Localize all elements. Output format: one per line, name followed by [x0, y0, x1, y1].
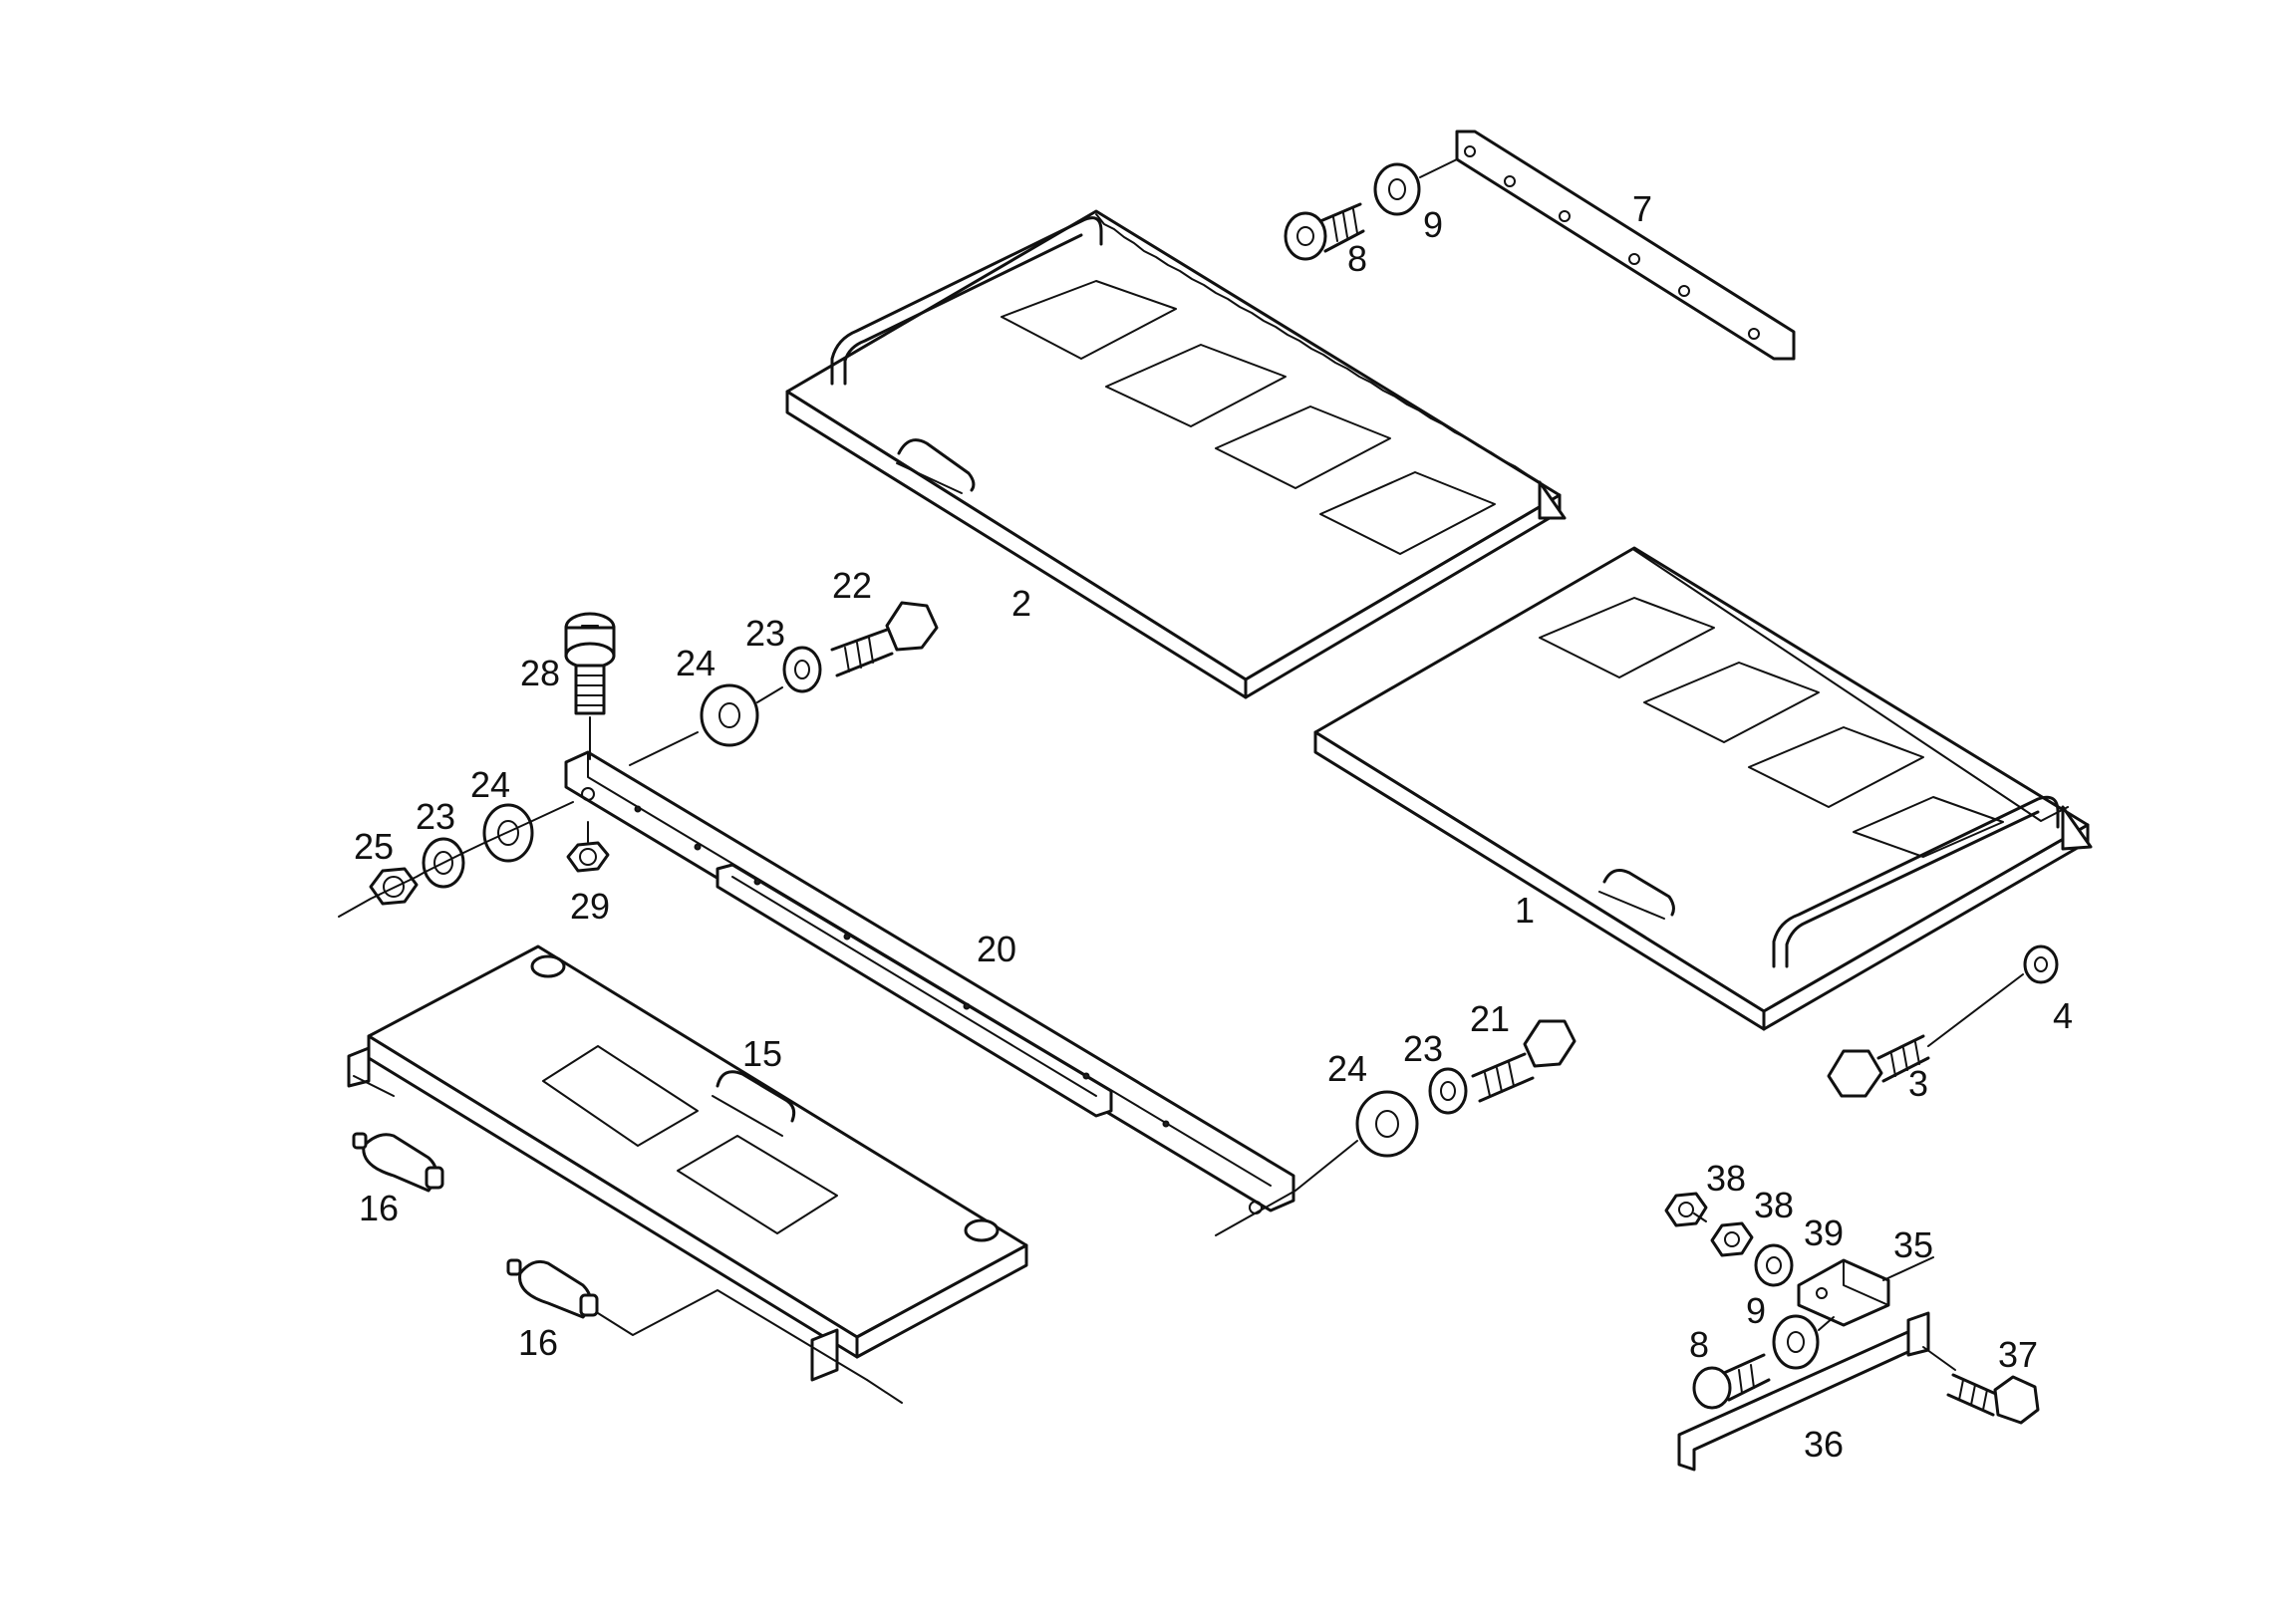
callout-2: 2	[1011, 583, 1031, 624]
leader-9-7	[1419, 158, 1458, 178]
leader-25-24	[338, 801, 574, 918]
bolt-22	[830, 601, 939, 677]
washer-24-right	[1355, 1090, 1419, 1158]
callout-23-top: 23	[745, 613, 785, 654]
nut-29	[566, 841, 610, 873]
screw-8-bottom	[1692, 1353, 1771, 1410]
washer-9-top	[1373, 162, 1421, 216]
callout-28: 28	[520, 653, 560, 693]
leader-24-23	[756, 686, 783, 703]
strip-36	[1677, 1311, 1930, 1472]
screw-8-top	[1284, 202, 1365, 261]
callout-20: 20	[977, 929, 1016, 969]
washer-4	[2023, 944, 2059, 984]
plate-15	[347, 944, 1028, 1382]
callout-23-left: 23	[416, 796, 455, 837]
callout-21: 21	[1470, 998, 1510, 1039]
callout-38-a: 38	[1706, 1158, 1746, 1199]
bolt-3	[1827, 1034, 1930, 1098]
leader-35	[1882, 1256, 1934, 1281]
leader-plate-axis	[866, 1379, 903, 1404]
callout-37: 37	[1998, 1334, 2038, 1375]
nut-38-b	[1710, 1221, 1754, 1257]
callout-1: 1	[1515, 890, 1535, 931]
callout-35: 35	[1893, 1224, 1933, 1265]
leader-9-35	[1818, 1316, 1835, 1331]
callout-23-right: 23	[1403, 1028, 1443, 1069]
callout-3: 3	[1908, 1063, 1928, 1104]
callout-24-right: 24	[1327, 1048, 1367, 1089]
damper-16-center	[506, 1258, 599, 1319]
bracket-35	[1797, 1258, 1890, 1327]
callout-16-center: 16	[518, 1322, 558, 1363]
leader-24-rail	[629, 731, 699, 766]
panel-2	[785, 209, 1567, 699]
bolt-37	[1946, 1373, 2040, 1425]
callout-15: 15	[742, 1033, 782, 1074]
bolt-21	[1471, 1019, 1577, 1103]
leader-rail-24	[1215, 1140, 1358, 1236]
callout-16-left: 16	[359, 1188, 399, 1228]
washer-39	[1754, 1243, 1794, 1287]
callout-9-top: 9	[1423, 204, 1443, 245]
callout-9-bottom: 9	[1746, 1290, 1766, 1331]
washer-23-right	[1428, 1067, 1468, 1115]
nut-25	[369, 867, 419, 906]
rail-20	[564, 750, 1295, 1214]
washer-23-top	[782, 646, 822, 693]
washer-9-bottom	[1772, 1314, 1820, 1370]
leader-36-37	[1922, 1346, 1956, 1371]
panel-1	[1313, 546, 2093, 1031]
callout-38-b: 38	[1754, 1185, 1794, 1225]
callout-22: 22	[832, 565, 872, 606]
callout-8-top: 8	[1347, 238, 1367, 279]
leader-plate-left	[353, 1075, 395, 1097]
callout-7: 7	[1632, 188, 1652, 229]
callout-29: 29	[570, 886, 610, 927]
callout-8-bottom: 8	[1689, 1324, 1709, 1365]
nut-38-a	[1664, 1192, 1708, 1227]
screw-28	[564, 612, 616, 715]
damper-16-left	[352, 1132, 444, 1193]
leader-16	[597, 1289, 868, 1381]
callout-4: 4	[2053, 995, 2073, 1036]
leader-38-39	[1693, 1213, 1707, 1222]
callout-36: 36	[1804, 1424, 1844, 1465]
strip-7	[1455, 130, 1796, 361]
callout-25: 25	[354, 826, 394, 867]
washer-24-top	[700, 683, 759, 747]
callout-24-top: 24	[676, 643, 716, 683]
callout-39: 39	[1804, 1213, 1844, 1253]
leader-3-4	[1927, 973, 2024, 1047]
callout-24-left: 24	[470, 764, 510, 805]
